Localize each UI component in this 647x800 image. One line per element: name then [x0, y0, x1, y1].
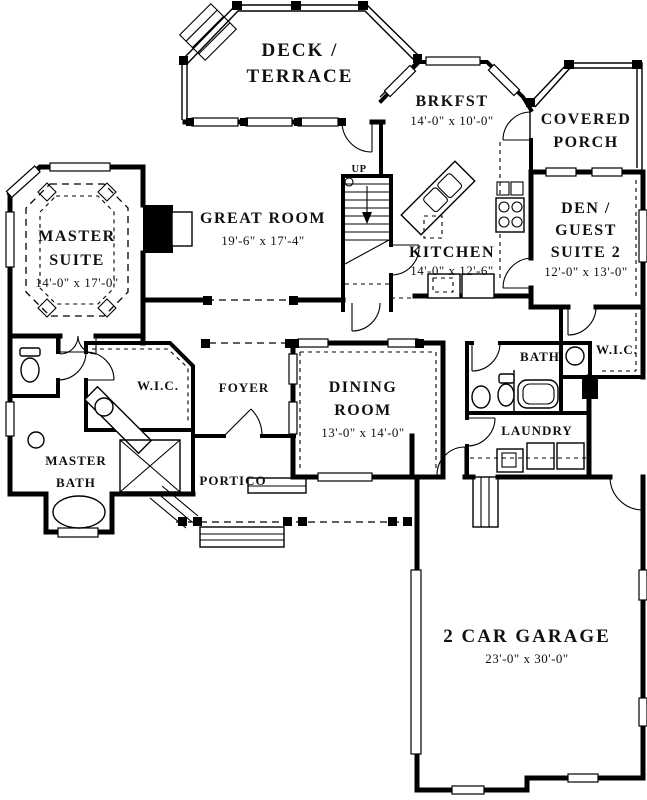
room-label-foyer: FOYER	[219, 380, 270, 395]
door-hall	[436, 446, 466, 476]
dining-tray-ceiling	[299, 351, 437, 468]
vanity-sink-2	[94, 397, 114, 417]
kitchen-cabinet	[423, 215, 443, 239]
master-bath-fixtures	[19, 347, 181, 529]
toilet-tank	[498, 373, 515, 384]
stair-newel	[344, 177, 354, 187]
laundry-fixtures	[470, 442, 588, 473]
room-label-master-bath: MASTER	[45, 453, 107, 468]
portico-steps	[199, 526, 285, 548]
svg-text:TERRACE: TERRACE	[247, 66, 354, 87]
door-stairs-kitchen	[390, 244, 420, 276]
toilet	[497, 383, 515, 407]
svg-text:ROOM: ROOM	[334, 402, 392, 419]
water-heater	[565, 346, 585, 366]
door-front	[223, 408, 263, 437]
garage-steps	[472, 476, 499, 528]
doors	[57, 111, 644, 511]
room-label-deck: DECK /	[262, 40, 339, 61]
door-toilet-room	[57, 351, 87, 381]
room-label-master-suite: MASTER	[38, 228, 115, 245]
dryer	[556, 442, 585, 470]
washer	[526, 442, 555, 470]
svg-text:14'-0" x 10'-0": 14'-0" x 10'-0"	[410, 113, 493, 128]
room-label-garage: 2 CAR GARAGE	[443, 626, 611, 647]
svg-text:12'-0" x 13'-0": 12'-0" x 13'-0"	[544, 264, 627, 279]
stairs	[344, 177, 415, 299]
room-label-bath: BATH	[520, 349, 560, 364]
svg-text:19'-6" x 17'-4": 19'-6" x 17'-4"	[221, 233, 304, 248]
room-label-portico: PORTICO	[199, 473, 266, 488]
stairs-up-label: UP	[352, 164, 367, 175]
svg-text:13'-0" x 14'-0": 13'-0" x 14'-0"	[321, 425, 404, 440]
svg-text:BATH: BATH	[56, 475, 96, 490]
bathtub	[517, 379, 559, 409]
door-den-wic	[567, 306, 597, 336]
door-bath	[471, 342, 501, 372]
portico-elements	[149, 476, 499, 548]
svg-text:PORCH: PORCH	[553, 134, 618, 151]
door-den	[502, 257, 532, 289]
room-label-kitchen: KITCHEN	[409, 244, 495, 261]
master-tray-ceiling-outer	[25, 183, 129, 317]
wic-right-fixtures	[565, 313, 637, 399]
master-tray-ceiling-inner	[39, 195, 115, 305]
bath-fixtures	[471, 373, 559, 409]
svg-text:23'-0" x 30'-0": 23'-0" x 30'-0"	[485, 651, 568, 666]
door-understairs	[351, 302, 381, 332]
door-wic-left	[85, 351, 115, 381]
svg-text:14'-0" x 17'-0": 14'-0" x 17'-0"	[35, 275, 118, 290]
vanity-sink	[27, 431, 45, 449]
svg-text:14'-0" x 12'-6": 14'-0" x 12'-6"	[410, 263, 493, 278]
kitchen-island	[400, 160, 476, 236]
deck-stairs	[178, 2, 238, 62]
door-master-double	[59, 335, 97, 355]
room-label-great-room: GREAT ROOM	[200, 210, 326, 227]
room-label-laundry: LAUNDRY	[501, 423, 573, 438]
door-deck-greatroom	[341, 121, 373, 153]
stair-direction-arrow	[362, 212, 372, 224]
toilet-tank	[19, 347, 41, 357]
fireplace	[143, 205, 193, 253]
room-label-brkfst: BRKFST	[415, 93, 488, 110]
dashed-details	[25, 180, 637, 468]
oven	[496, 181, 510, 196]
vanity-counter	[83, 385, 153, 455]
room-label-covered-porch: COVERED	[541, 111, 632, 128]
room-label-den: DEN /	[561, 200, 611, 217]
room-label-wic-right: W.I.C.	[596, 342, 638, 357]
windows	[5, 56, 647, 795]
room-label-dining: DINING	[329, 379, 398, 396]
door-garage-entry	[609, 476, 644, 511]
svg-text:SUITE: SUITE	[49, 252, 105, 269]
chase	[582, 379, 598, 399]
svg-text:GUEST: GUEST	[555, 222, 617, 239]
room-label-wic-left: W.I.C.	[137, 378, 179, 393]
room-labels: DECK / TERRACE BRKFST 14'-0" x 10'-0" CO…	[35, 40, 638, 666]
svg-text:SUITE 2: SUITE 2	[551, 244, 622, 261]
door-laundry	[466, 417, 496, 447]
bath-sink	[471, 385, 491, 409]
kitchen-fixtures	[400, 142, 525, 299]
master-tub	[52, 495, 106, 529]
dishwasher	[461, 273, 495, 299]
wic-left-shelves	[92, 348, 189, 424]
toilet	[20, 357, 40, 383]
shower	[119, 439, 181, 493]
door-brkfst-porch	[502, 111, 532, 141]
garage-door	[410, 569, 422, 755]
portico-side-steps	[149, 485, 199, 529]
